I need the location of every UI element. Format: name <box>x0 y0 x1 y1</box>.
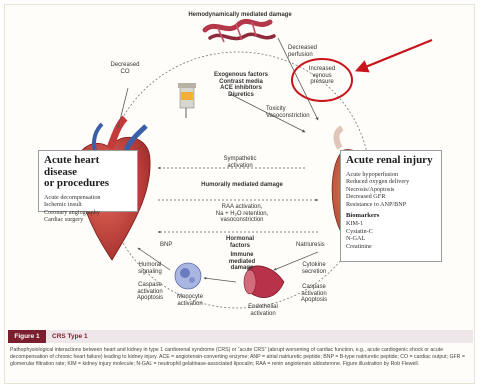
biomarker-item: Cystatin-C <box>346 228 436 236</box>
label-decreased-co: Decreased CO <box>100 62 150 75</box>
label-increased-venous-pressure: Increased venous pressure <box>299 66 345 86</box>
renal-box: Acute renal injury Acute hypoperfusion R… <box>340 150 442 262</box>
label-caspase-left: Caspase activation Apoptosis <box>128 282 172 302</box>
annotation-arrow <box>358 40 432 70</box>
renal-box-list: Acute hypoperfusion Reduced oxygen deliv… <box>346 171 436 209</box>
heart-item: Ischemic insult <box>44 201 132 209</box>
label-humoral-signaling: Humoral signaling <box>128 262 172 275</box>
label-humoral-damage: Humorally mediated damage <box>180 182 304 189</box>
vessel-network-icon <box>205 21 274 42</box>
heart-item: Coronary angiography <box>44 209 132 217</box>
biomarker-item: Creatinine <box>346 243 436 251</box>
figure-caption: Pathophysiological interactions between … <box>10 347 468 368</box>
label-natriuresis: Natriuresis <box>296 242 325 249</box>
monocyte-cell-icon <box>175 263 201 289</box>
renal-box-title: Acute renal injury <box>346 155 436 167</box>
top-title: Hemodynamically mediated damage <box>180 12 300 19</box>
heart-item: Acute decompensation <box>44 194 132 202</box>
label-toxicity: Toxicity Vasoconstriction <box>266 106 336 119</box>
biomarker-item: N-GAL <box>346 235 436 243</box>
heart-box-list: Acute decompensation Ischemic insult Cor… <box>44 194 132 224</box>
renal-item: Acute hypoperfusion <box>346 171 436 179</box>
label-endothelial: Endothelial activation <box>238 304 288 317</box>
label-monocyte: Monocyte activation <box>168 294 212 307</box>
label-raa: RAA activation, Na + H₂O retention, vaso… <box>194 204 290 224</box>
label-exogenous-factors: Exogenous factors Contrast media ACE inh… <box>196 72 286 99</box>
label-decreased-perfusion: Decreased perfusion <box>288 45 348 58</box>
renal-item: Reduced oxygen delivery <box>346 178 436 186</box>
biomarkers-list: KIM-1 Cystatin-C N-GAL Creatinine <box>346 220 436 250</box>
figure-tag: Figure 1 <box>8 330 46 343</box>
heart-box-title: Acute heart disease or procedures <box>44 155 132 190</box>
label-caspase-right: Caspase activation Apoptosis <box>290 284 338 304</box>
renal-item: Decreased GFR <box>346 193 436 201</box>
figure-caption-bar: Figure 1 CRS Type 1 <box>8 330 473 343</box>
renal-item: Necrosis/Apoptosis <box>346 186 436 194</box>
drug-bottle-icon <box>178 83 196 118</box>
label-sympathetic: Sympathetic activation <box>200 156 280 169</box>
biomarker-item: KIM-1 <box>346 220 436 228</box>
label-hormonal: Hormonal factors <box>215 236 265 249</box>
label-immune-damage: Immune mediated damage <box>222 252 262 272</box>
biomarkers-title: Biomarkers <box>346 212 436 219</box>
heart-item: Cardiac surgery <box>44 216 132 224</box>
label-cytokine: Cytokine secretion <box>292 262 336 275</box>
figure-title: CRS Type 1 <box>52 330 88 343</box>
renal-item: Resistance to ANP/BNP <box>346 201 436 209</box>
label-bnp: BNP <box>160 242 172 249</box>
heart-box: Acute heart disease or procedures Acute … <box>38 150 138 212</box>
